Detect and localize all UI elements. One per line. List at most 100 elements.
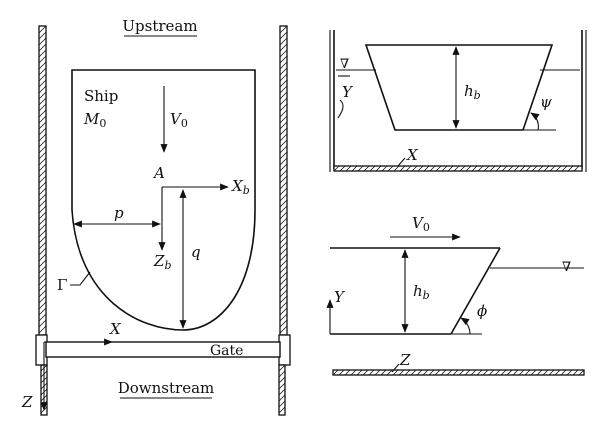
hb-label-side: hb — [413, 282, 430, 302]
hatch-line — [398, 369, 405, 376]
hatch-line — [278, 382, 286, 390]
hatch-line — [38, 79, 47, 88]
hatch-line — [38, 259, 47, 268]
hatch-line — [279, 151, 288, 160]
hatch-line — [38, 145, 47, 154]
hatch-line — [476, 369, 483, 376]
hatch-line — [506, 369, 513, 376]
y-label-side: Y — [334, 288, 346, 306]
hatch-line — [38, 103, 47, 112]
hb-main-side: h — [413, 282, 423, 300]
ship-label: Ship — [84, 87, 118, 105]
hatch-line — [429, 165, 436, 172]
hatch-line — [279, 289, 288, 298]
hatch-line — [38, 187, 47, 196]
hatch-line — [38, 67, 47, 76]
hatch-line — [381, 165, 388, 172]
hb-sub-top: b — [474, 89, 481, 102]
hatch-line — [38, 265, 47, 274]
hatch-line — [471, 165, 478, 172]
hatch-line — [38, 325, 47, 334]
hatch-line — [278, 388, 286, 396]
hatch-line — [428, 369, 435, 376]
ship-hull-outline — [71, 69, 256, 331]
v0-label: V0 — [170, 110, 188, 130]
hatch-line — [441, 165, 448, 172]
hatch-line — [573, 165, 580, 172]
hatch-line — [279, 175, 288, 184]
hatch-line — [38, 205, 47, 214]
hatch-line — [578, 369, 585, 376]
hatch-line — [423, 165, 430, 172]
hatch-line — [513, 165, 520, 172]
hatch-line — [38, 31, 47, 40]
hatch-line — [38, 313, 47, 322]
hatch-line — [459, 165, 466, 172]
hatch-line — [279, 229, 288, 238]
phi-label: ϕ — [477, 302, 487, 320]
hatch-line — [501, 165, 508, 172]
v0-sub: 0 — [181, 117, 188, 130]
hatch-line — [279, 103, 288, 112]
hatch-line — [537, 165, 544, 172]
hatch-line — [279, 271, 288, 280]
hatch-line — [279, 193, 288, 202]
hatch-line — [531, 165, 538, 172]
hatch-line — [279, 49, 288, 58]
hatch-line — [279, 67, 288, 76]
hatch-line — [530, 369, 537, 376]
hatch-line — [279, 223, 288, 232]
hatch-line — [477, 165, 484, 172]
xb-sub: b — [243, 184, 250, 197]
hatch-line — [470, 369, 477, 376]
hatch-line — [333, 165, 340, 172]
hatch-line — [38, 127, 47, 136]
hatch-line — [339, 165, 346, 172]
hatch-line — [518, 369, 525, 376]
hatch-line — [279, 253, 288, 262]
hatch-line — [279, 139, 288, 148]
hatch-line — [512, 369, 519, 376]
side-floor-hatch — [332, 369, 585, 376]
side-floor — [332, 369, 585, 376]
right-wall-hatch — [279, 25, 288, 334]
hatch-line — [494, 369, 501, 376]
downstream-label: Downstream — [118, 379, 215, 397]
hatch-line — [38, 157, 47, 166]
hatch-line — [344, 369, 351, 376]
hatch-line — [446, 369, 453, 376]
hatch-line — [452, 369, 459, 376]
hatch-line — [380, 369, 387, 376]
hatch-line — [38, 181, 47, 190]
gamma-leader-line — [70, 271, 91, 286]
p-label: p — [114, 204, 124, 222]
hatch-line — [38, 253, 47, 262]
hatch-line — [279, 79, 288, 88]
zb-label: Zb — [153, 252, 171, 272]
hatch-line — [410, 369, 417, 376]
hatch-line — [279, 211, 288, 220]
hatch-line — [38, 307, 47, 316]
hatch-line — [279, 43, 288, 52]
hatch-line — [38, 229, 47, 238]
hatch-line — [38, 97, 47, 106]
hatch-line — [38, 199, 47, 208]
hatch-line — [357, 165, 364, 172]
hatch-line — [38, 175, 47, 184]
hatch-line — [279, 163, 288, 172]
hatch-line — [279, 109, 288, 118]
hatch-line — [279, 265, 288, 274]
hatch-line — [375, 165, 382, 172]
cross-section-view: ∇ Y hb ψ X — [329, 30, 587, 172]
hatch-line — [567, 165, 574, 172]
hatch-line — [482, 369, 489, 376]
water-symbol-top: ∇ — [340, 57, 349, 72]
hatch-line — [338, 369, 345, 376]
hatch-line — [38, 169, 47, 178]
hatch-line — [38, 25, 47, 34]
hatch-line — [279, 259, 288, 268]
psi-label: ψ — [540, 93, 552, 111]
psi-arc — [530, 112, 540, 131]
y-tick-section — [337, 99, 344, 119]
hatch-line — [356, 369, 363, 376]
